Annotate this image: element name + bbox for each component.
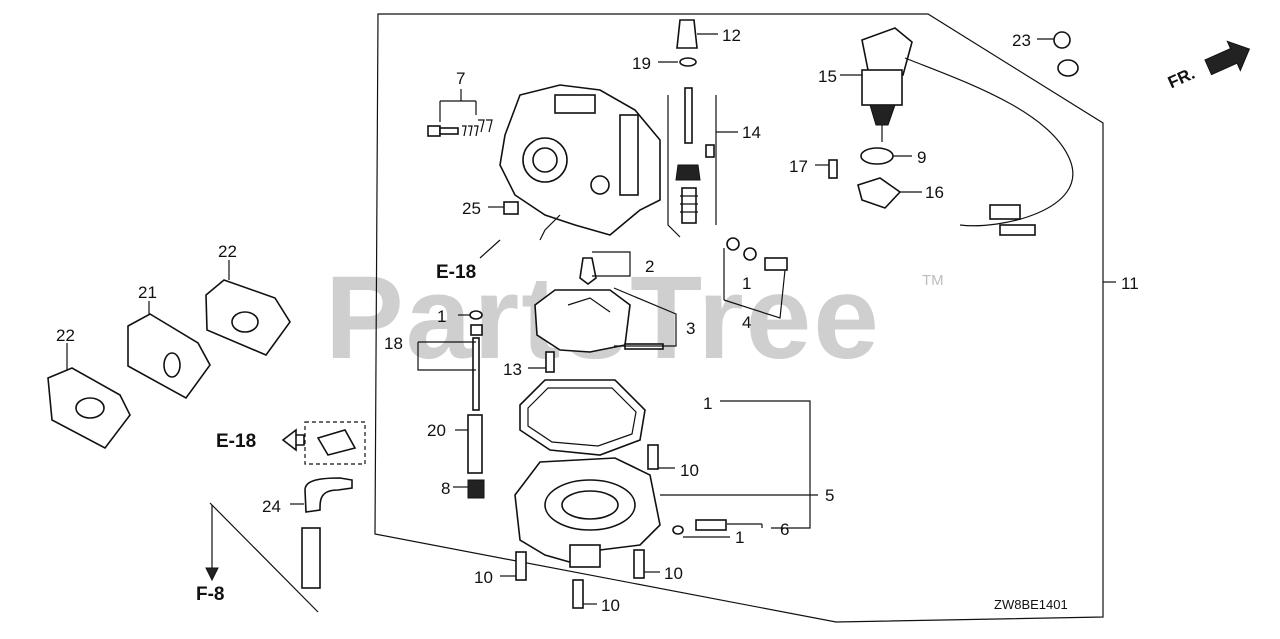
float-valve (579, 257, 597, 285)
diagram-code: ZW8BE1401 (994, 597, 1068, 612)
callout-15: 15 (818, 67, 837, 86)
callout-21: 21 (138, 283, 157, 302)
part-12-cap (676, 19, 698, 49)
callout-13: 13 (503, 360, 522, 379)
clamp-23 (1053, 31, 1079, 77)
ref-e18-left[interactable]: E-18 (216, 431, 256, 452)
main-jet-tube (417, 310, 483, 411)
callout-24: 24 (262, 497, 281, 516)
callout-2: 2 (645, 257, 654, 276)
callout-10-bottom: 10 (601, 596, 620, 615)
pilot-screw-set (427, 89, 493, 137)
front-marker-text: FR. (1165, 64, 1198, 92)
nozzle-20 (467, 414, 483, 474)
callout-10-right: 10 (664, 564, 683, 583)
callout-10-left: 10 (474, 568, 493, 587)
callout-19: 19 (632, 54, 651, 73)
callout-20: 20 (427, 421, 446, 440)
callout-12: 12 (722, 26, 741, 45)
callout-8: 8 (441, 479, 450, 498)
callout-14: 14 (742, 123, 761, 142)
leader-3 (613, 287, 677, 347)
callout-5: 5 (825, 486, 834, 505)
insulator-gaskets (47, 260, 291, 450)
carburetor-body (499, 84, 661, 241)
callout-1-air-screw: 1 (735, 528, 744, 547)
leader-2 (592, 251, 631, 277)
callout-17: 17 (789, 157, 808, 176)
enrichener-valve (840, 27, 1074, 227)
ref-e18-upper[interactable]: E-18 (436, 262, 476, 283)
float-gasket (519, 379, 646, 456)
leader-1-upper (720, 400, 811, 529)
callout-23: 23 (1012, 31, 1031, 50)
wire-connector (989, 204, 1021, 220)
part-callouts: 1 2 3 4 5 6 7 8 9 10 11 12 13 14 15 16 1… (56, 26, 1139, 615)
callout-22-lower: 22 (56, 326, 75, 345)
screw-17 (828, 159, 838, 179)
callout-25: 25 (462, 199, 481, 218)
callout-4: 4 (742, 313, 751, 332)
callout-11: 11 (1121, 274, 1139, 293)
o-ring-9 (860, 147, 894, 165)
jet-needle-group (667, 87, 738, 238)
jet-8 (467, 479, 485, 499)
e18-reference-box (281, 421, 366, 465)
callout-22-upper: 22 (218, 242, 237, 261)
callout-1-jet: 1 (437, 307, 446, 326)
callout-10: 10 (680, 461, 699, 480)
callout-7: 7 (456, 69, 465, 88)
callout-1-gasket: 1 (703, 394, 712, 413)
air-screw-6 (672, 519, 763, 538)
front-direction-marker (1204, 40, 1251, 76)
setting-plate-16 (857, 177, 902, 209)
fuel-hose-24 (301, 477, 353, 589)
screw-13 (545, 351, 555, 373)
screw-25 (503, 201, 519, 215)
callout-6: 6 (780, 520, 789, 539)
callout-18: 18 (384, 334, 403, 353)
callout-1-drain: 1 (742, 274, 751, 293)
ref-f8[interactable]: F-8 (196, 584, 225, 605)
assembly-outline (374, 13, 1104, 623)
part-19-clip (679, 57, 697, 67)
watermark-tm: TM (922, 272, 944, 289)
callout-16: 16 (925, 183, 944, 202)
drain-screw-set (723, 237, 788, 319)
callout-9: 9 (917, 148, 926, 167)
float-chamber (514, 457, 661, 568)
callout-3: 3 (686, 319, 695, 338)
bowl-screws-10 (500, 444, 675, 609)
